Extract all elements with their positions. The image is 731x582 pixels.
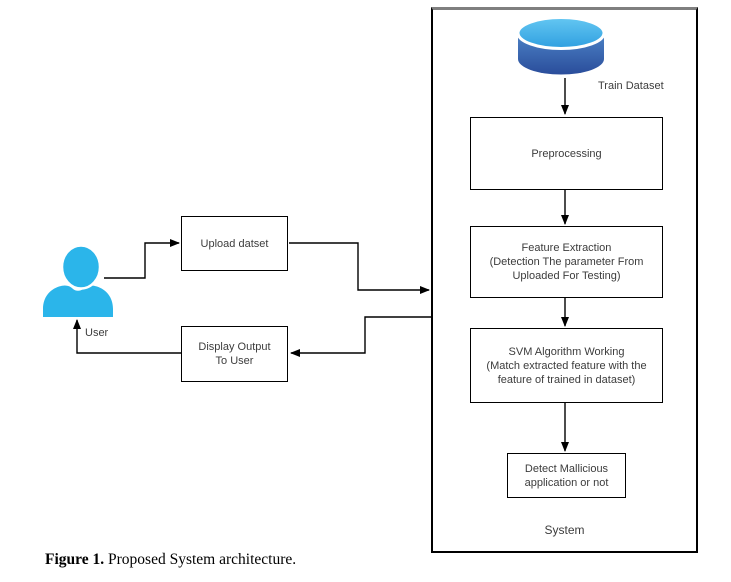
preprocessing-box: Preprocessing [470,117,663,190]
figure-caption-text: Proposed System architecture. [104,551,297,568]
svm-algorithm-box: SVM Algorithm Working (Match extracted f… [470,328,663,403]
detect-malicious-box: Detect Mallicious application or not [507,453,626,498]
arrow-user-to-upload [104,239,180,279]
display-output-box: Display Output To User [181,326,288,382]
database-cylinder-icon [516,16,606,75]
arrow-system-to-displayoutput [290,316,431,357]
figure-caption: Figure 1. Proposed System architecture. [45,551,296,569]
arrow-displayoutput-to-user [73,319,181,354]
system-label: System [544,523,585,537]
upload-dataset-box: Upload datset [181,216,288,271]
user-head-shape [60,244,102,290]
user-body-shape [43,285,113,317]
arrow-upload-to-system [289,242,430,294]
cylinder-top [516,16,606,50]
user-person-icon [43,244,113,317]
user-label: User [85,327,109,339]
feature-extraction-box: Feature Extraction (Detection The parame… [470,226,663,298]
system-boundary-box [431,7,698,553]
figure-caption-number: Figure 1. [45,551,105,568]
train-dataset-label: Train Dataset [598,80,664,92]
